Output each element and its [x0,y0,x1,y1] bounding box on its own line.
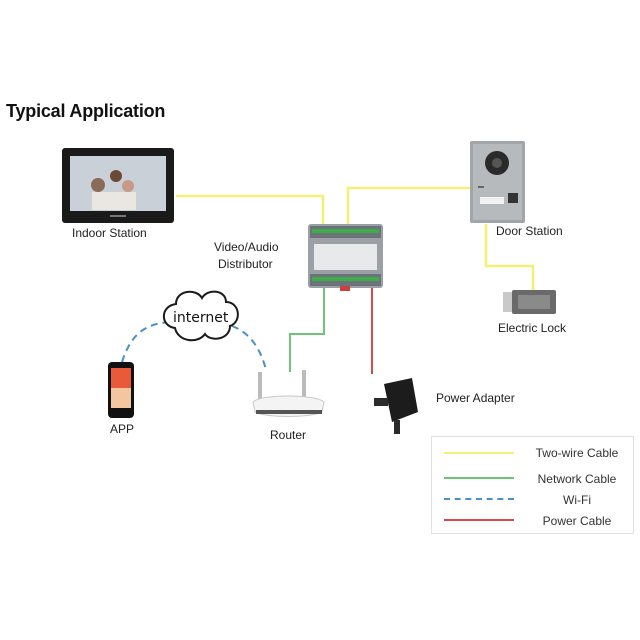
legend-label-power: Power Cable [542,514,612,528]
internet-cloud [162,290,239,342]
electric-lock-device [503,290,556,314]
network-cable [289,288,325,372]
internet-label: internet [173,310,229,326]
electric-lock-label: Electric Lock [498,321,567,335]
indoor-station-label: Indoor Station [72,226,147,240]
indoor-station-device [62,148,174,223]
two-wire-cable-indoor [176,194,325,224]
legend: Two-wire Cable Network Cable Wi-Fi Power… [431,436,634,534]
door-station-label: Door Station [496,224,563,238]
door-station-device [470,141,525,223]
legend-label-network: Network Cable [537,472,617,486]
two-wire-cable-door [346,186,470,224]
two-wire-cables [176,186,535,290]
legend-swatch-network [444,477,514,479]
distributor-label-line1: Video/Audio [214,240,279,254]
legend-label-two-wire: Two-wire Cable [535,446,619,460]
app-phone-device [108,362,134,418]
legend-swatch-two-wire [444,452,514,454]
power-adapter-device [374,378,418,434]
page-title: Typical Application [6,101,166,121]
legend-swatch-power [444,519,514,521]
legend-swatch-wifi [444,498,514,500]
distributor-device [308,224,383,291]
router-device [252,370,325,417]
two-wire-cable-lock [484,224,535,290]
app-label: APP [110,422,135,436]
distributor-label-line2: Distributor [218,257,273,271]
router-label: Router [270,428,307,442]
power-adapter-label: Power Adapter [436,391,515,405]
legend-label-wifi: Wi-Fi [563,493,591,507]
